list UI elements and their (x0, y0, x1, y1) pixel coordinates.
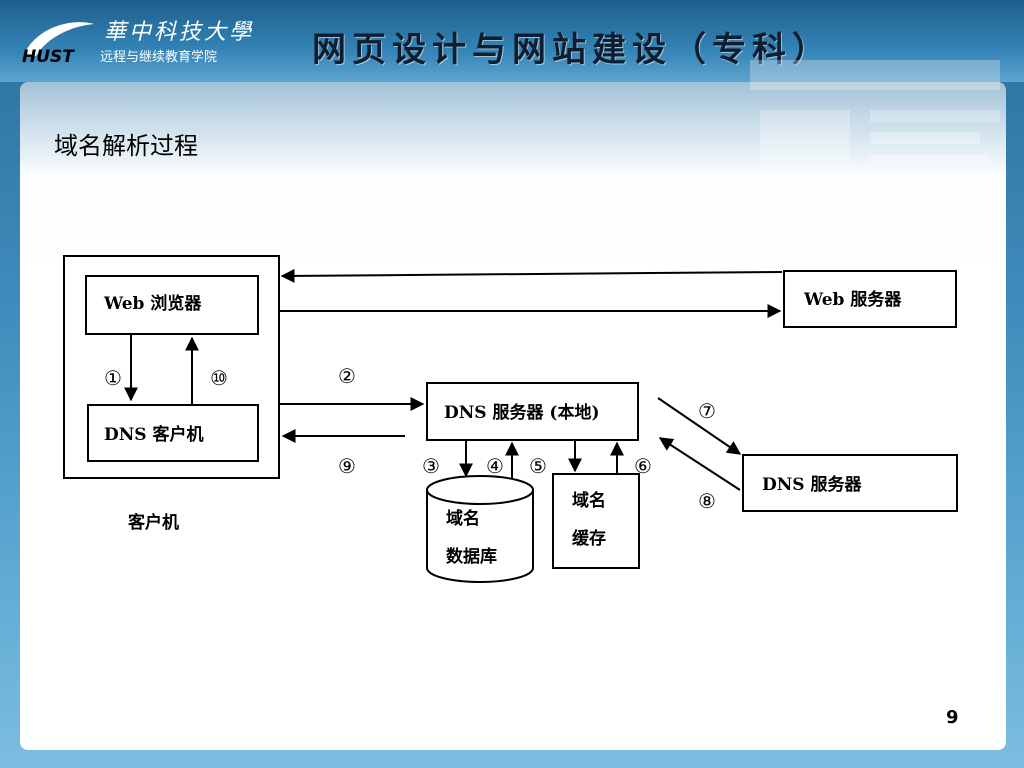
local-dns-server-label: DNS 服务器 (本地) (444, 402, 599, 423)
course-title: 网页设计与网站建设（专科） (312, 30, 832, 70)
arrow-server-to-browser (280, 268, 783, 283)
domain-db-label-1: 域名 (446, 508, 480, 529)
dns-client-label: DNS 客户机 (104, 424, 203, 445)
step-label-6: ⑥ (634, 454, 652, 478)
client-machine-box (63, 255, 280, 479)
page-number: 9 (946, 707, 959, 728)
domain-database (426, 475, 534, 583)
remote-dns-server-box (742, 454, 958, 512)
step-label-7: ⑦ (698, 399, 716, 423)
arrow-step-7 (657, 397, 742, 455)
client-group-label: 客户机 (127, 512, 179, 533)
slide-title: 域名解析过程 (54, 132, 198, 160)
svg-text:HUST: HUST (22, 47, 75, 66)
step-label-2: ② (338, 364, 356, 388)
dns-client-box (87, 404, 259, 462)
step-label-4: ④ (486, 454, 504, 478)
step-label-1: ① (104, 366, 122, 390)
step-label-3: ③ (422, 454, 440, 478)
domain-db-label-2: 数据库 (446, 546, 497, 567)
school-name: 远程与继续教育学院 (100, 50, 218, 65)
web-server-box (783, 270, 957, 328)
local-dns-server-box (426, 382, 639, 441)
header-banner: HUST 華中科技大學 远程与继续教育学院 网页设计与网站建设（专科） (0, 0, 1024, 82)
domain-cache-label-1: 域名 (572, 490, 606, 511)
web-server-label: Web 服务器 (803, 289, 902, 310)
step-label-10: ⑩ (210, 366, 228, 390)
university-logo: HUST (22, 22, 94, 66)
step-label-8: ⑧ (698, 489, 716, 513)
web-browser-label: Web 浏览器 (103, 293, 202, 314)
step-label-5: ⑤ (529, 454, 547, 478)
step-label-9: ⑨ (338, 454, 356, 478)
remote-dns-server-label: DNS 服务器 (762, 474, 862, 495)
domain-cache-box (552, 473, 640, 569)
web-browser-box (85, 275, 259, 335)
arrow-step-8 (658, 437, 741, 491)
university-name: 華中科技大學 (104, 20, 255, 45)
domain-cache-label-2: 缓存 (572, 528, 606, 549)
